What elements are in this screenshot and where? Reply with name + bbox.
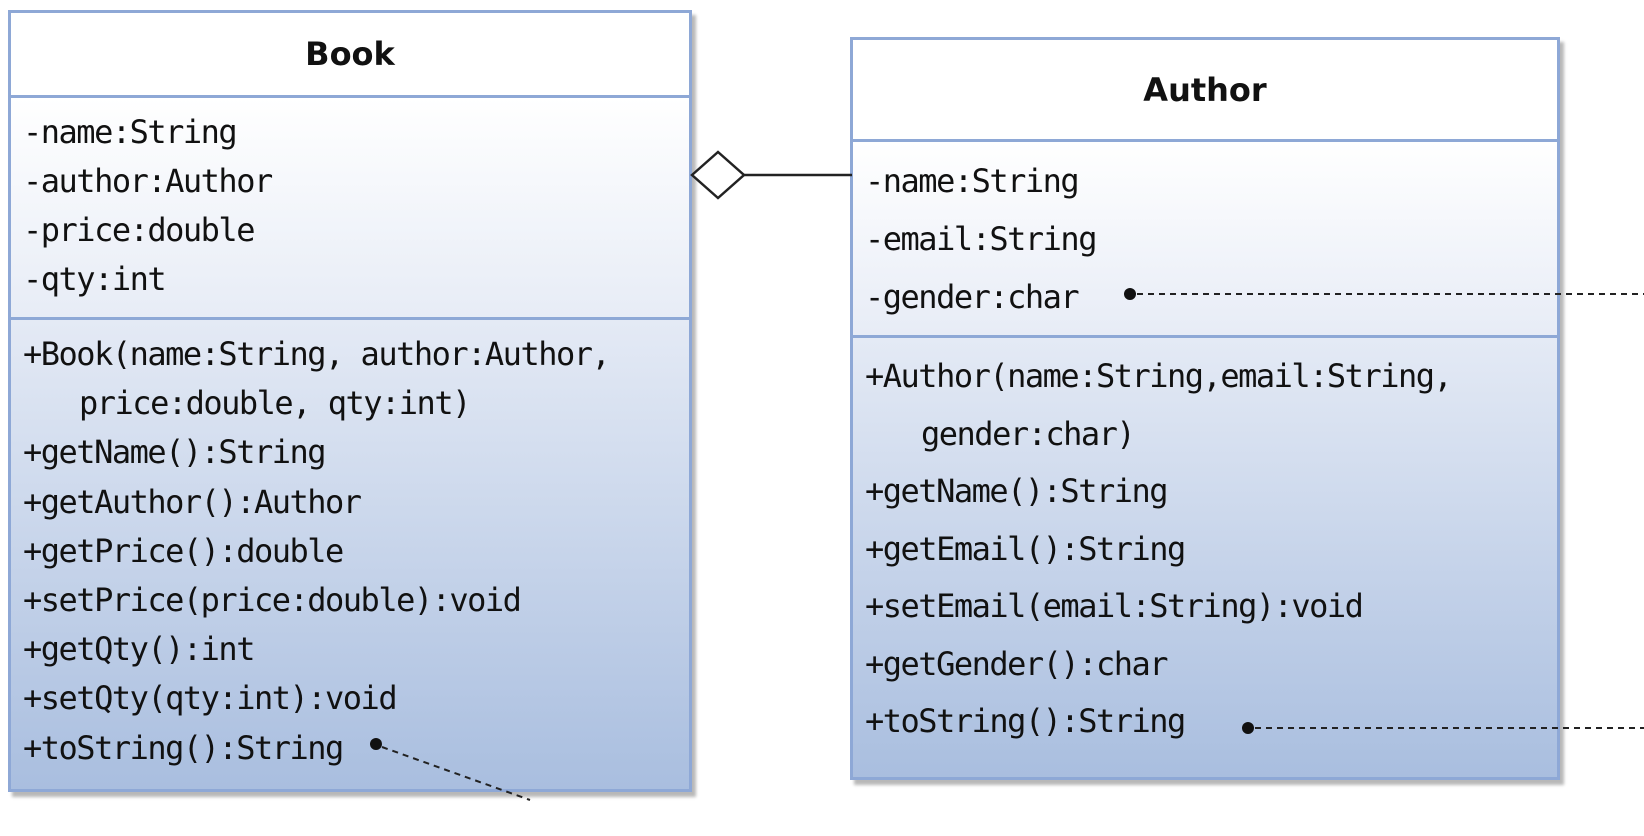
anchor-dot-icon [370,738,382,750]
book-op-setqty: +setQty(qty:int):void [23,679,398,718]
author-op-getgender: +getGender():char [865,644,1169,683]
book-attr-qty: -qty:int [23,260,167,298]
author-op-getemail: +getEmail():String [865,529,1186,568]
author-class-name: Author [1143,70,1267,109]
note-dashed-line [381,746,531,801]
book-op-getqty: +getQty():int [23,630,255,669]
book-op-getprice: +getPrice():double [23,531,344,570]
book-attributes: -name:String -author:Author -price:doubl… [11,98,689,320]
author-op-tostring: +toString():String [865,702,1186,740]
book-op-constructor: +Book(name:String, author:Author, [23,335,611,373]
note-connector-author-gender[interactable] [1124,288,1644,300]
aggregation-diamond-icon [690,150,746,200]
author-op-getname: +getName():String [865,472,1169,510]
book-attr-author: -author:Author [23,162,273,200]
book-class-name: Book [305,35,395,73]
book-operations: +Book(name:String, author:Author, price:… [11,320,689,789]
book-attr-name: -name:String [23,113,238,151]
author-op-constructor: +Author(name:String,email:String, [865,357,1453,395]
author-attributes: -name:String -email:String -gender:char [853,142,1557,338]
note-connector-author-tostring[interactable] [1242,722,1644,734]
author-op-setemail: +setEmail(email:String):void [865,587,1364,625]
author-class[interactable]: Author -name:String -email:String -gende… [850,37,1560,780]
author-attr-gender: -gender:char [865,278,1080,316]
book-attr-price: -price:double [23,211,255,249]
book-class[interactable]: Book -name:String -author:Author -price:… [8,10,692,792]
author-operations: +Author(name:String,email:String, gender… [853,338,1557,777]
author-attr-name: -name:String [865,162,1080,200]
book-op-getname: +getName():String [23,433,327,472]
author-op-constructor-cont: gender:char) [921,414,1136,453]
anchor-dot-icon [1124,288,1136,300]
anchor-dot-icon [1242,722,1254,734]
book-op-setprice: +setPrice(price:double):void [23,581,522,620]
book-op-constructor-cont: price:double, qty:int) [79,384,471,423]
note-connector-book-tostring[interactable] [370,738,531,801]
author-class-header: Author [853,40,1557,142]
author-attr-email: -email:String [865,220,1097,258]
aggregation-association[interactable] [690,150,852,200]
book-op-tostring: +toString():String [23,728,344,767]
book-op-getauthor: +getAuthor():Author [23,482,362,521]
book-class-header: Book [11,13,689,98]
